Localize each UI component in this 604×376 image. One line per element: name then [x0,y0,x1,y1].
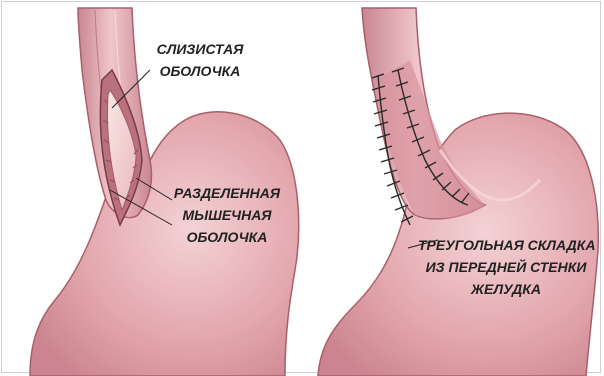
label-fold-line-2: ИЗ ПЕРЕДНЕЙ СТЕНКИ [418,256,594,278]
label-muscle-line-1: РАЗДЕЛЕННАЯ [166,182,288,204]
label-mucosa-line-2: ОБОЛОЧКА [150,60,250,82]
label-divided-muscle: РАЗДЕЛЕННАЯ МЫШЕЧНАЯ ОБОЛОЧКА [166,182,288,248]
label-muscle-line-2: МЫШЕЧНАЯ [166,204,288,226]
right-stomach [318,8,598,376]
label-muscle-line-3: ОБОЛОЧКА [166,226,288,248]
label-fold-line-3: ЖЕЛУДКА [418,278,594,300]
label-fold-line-1: ТРЕУГОЛЬНАЯ СКЛАДКА [418,234,594,256]
label-mucosa: СЛИЗИСТАЯ ОБОЛОЧКА [150,38,250,82]
label-triangular-fold: ТРЕУГОЛЬНАЯ СКЛАДКА ИЗ ПЕРЕДНЕЙ СТЕНКИ Ж… [418,234,594,300]
label-mucosa-line-1: СЛИЗИСТАЯ [150,38,250,60]
